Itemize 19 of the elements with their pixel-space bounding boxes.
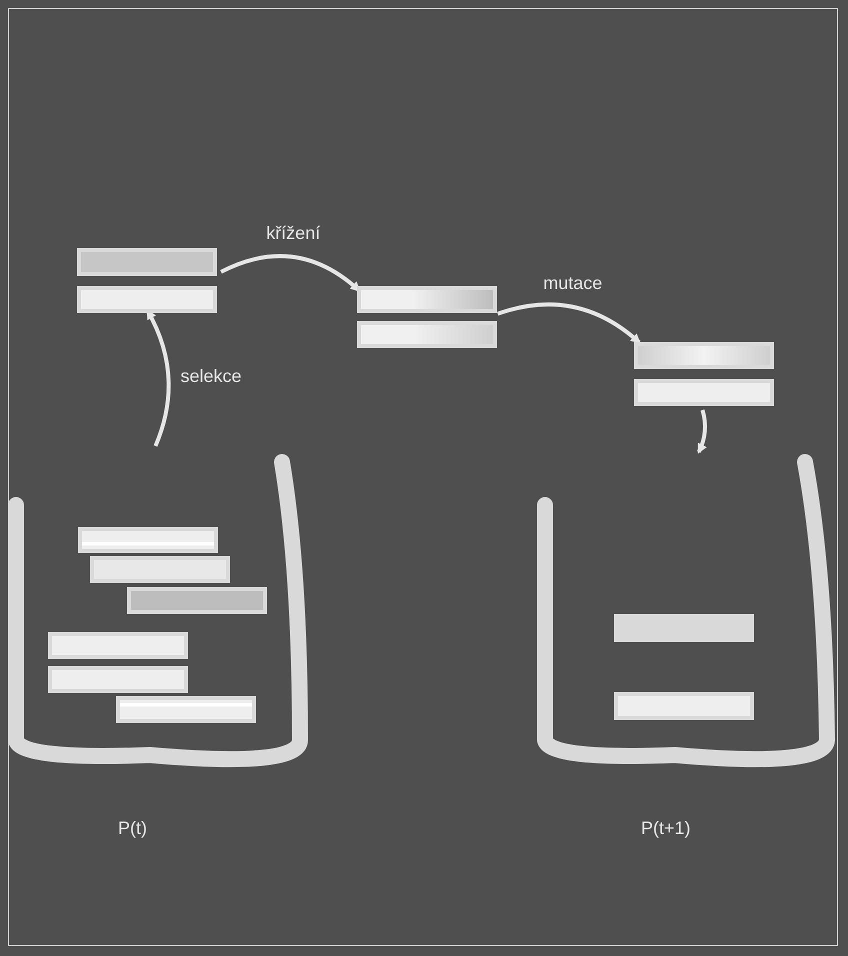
chromosome-bar [116,696,256,723]
chromosome-bar [90,556,230,583]
chromosome-bar [634,379,774,406]
population-label: P(t+1) [641,818,691,839]
chromosome-bar [78,527,218,553]
chromosome-bar [614,692,754,720]
curved-arrow [220,254,361,292]
chromosome-bar [48,632,188,659]
population-label: P(t) [118,818,147,839]
chromosome-bar [48,666,188,693]
chromosome-bar [127,587,267,614]
chromosome-bar [634,342,774,369]
chromosome-bar [357,321,497,348]
chromosome-bar [357,286,497,313]
chromosome-bar [77,248,217,276]
chromosome-bar [614,614,754,642]
curved-arrow [497,302,641,344]
curved-arrow [696,409,708,454]
chromosome-bar [77,286,217,313]
